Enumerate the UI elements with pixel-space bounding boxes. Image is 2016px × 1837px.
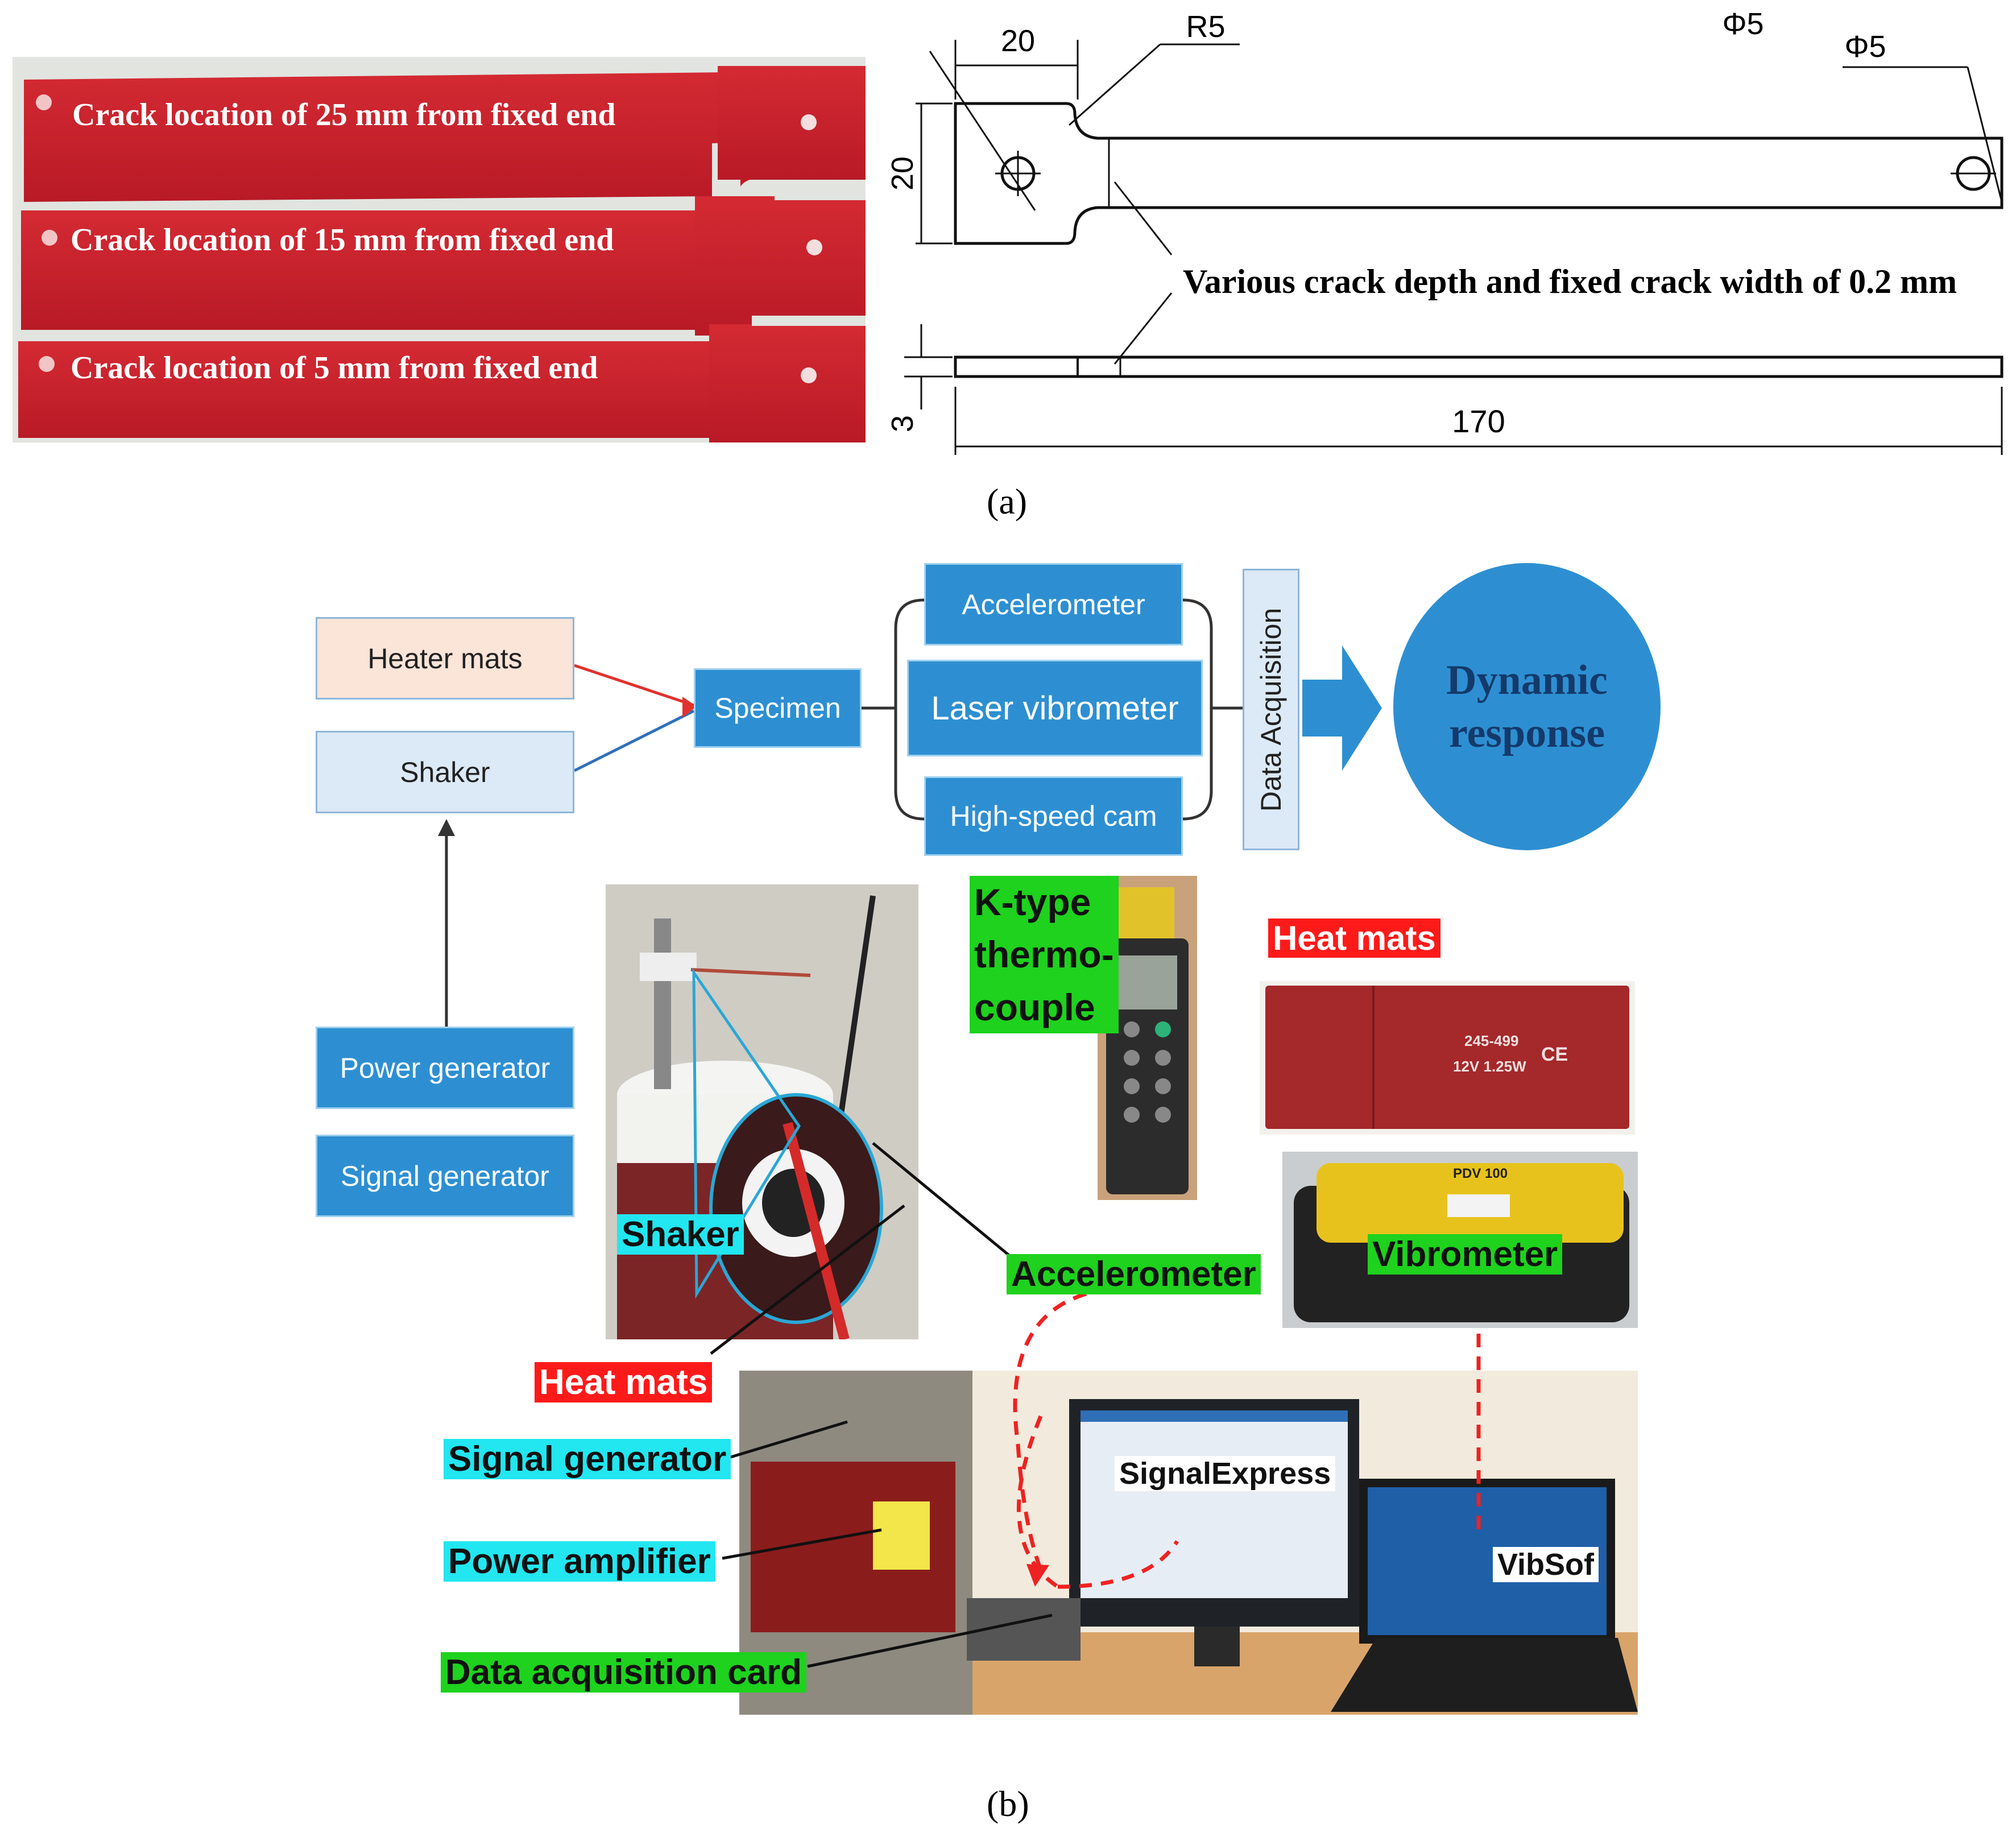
specimen-2-hole-right xyxy=(806,239,822,255)
signal-generator-block: Signal generator xyxy=(316,1135,574,1217)
heat-mat-model: 245-499 xyxy=(1464,1032,1519,1049)
vibsof-tag: VibSof xyxy=(1493,1547,1599,1583)
accelerometer-block: Accelerometer xyxy=(924,563,1183,646)
heater-mats-block: Heater mats xyxy=(316,617,574,700)
laser-vibrometer-block: Laser vibrometer xyxy=(907,660,1203,756)
crack-label-5mm: Crack location of 5 mm from fixed end xyxy=(71,350,598,386)
phi-right-leader xyxy=(1967,67,2003,202)
dynamic-response-label: Dynamic response xyxy=(1446,657,1608,756)
data-acquisition-card-tag: Data acquisition card xyxy=(441,1652,807,1693)
k-type-line-3: couple xyxy=(974,986,1095,1028)
signal-express-tag: SignalExpress xyxy=(1115,1456,1336,1492)
radius-leader xyxy=(1069,43,1161,126)
power-amplifier-tag: Power amplifier xyxy=(444,1541,715,1582)
shaker-photo xyxy=(606,884,918,1339)
shaker-tag: Shaker xyxy=(617,1214,744,1255)
specimen-2 xyxy=(21,210,703,330)
arrow-up-head xyxy=(438,819,455,836)
specimen-1-hole-left xyxy=(36,94,52,110)
specimen-shapes xyxy=(18,66,866,442)
big-arrow xyxy=(1302,646,1382,771)
dynamic-response-circle: Dynamic response xyxy=(1393,563,1661,850)
heat-mat-rating: 12V 1.25W xyxy=(1453,1058,1526,1075)
crack-label-15mm: Crack location of 15 mm from fixed end xyxy=(71,222,614,258)
shaker-block: Shaker xyxy=(316,731,574,813)
specimen-3-hole-right xyxy=(801,367,817,383)
heat-mats-tag-bottom: Heat mats xyxy=(535,1362,713,1403)
high-speed-cam-block: High-speed cam xyxy=(924,776,1183,856)
phi-left-leader xyxy=(929,51,1036,211)
specimen-3-hole-left xyxy=(39,356,55,372)
bracket-left xyxy=(894,598,925,821)
signal-generator-tag: Signal generator xyxy=(444,1439,731,1480)
accelerometer-tag: Accelerometer xyxy=(1007,1254,1261,1295)
k-type-tag: K-type thermo- couple xyxy=(970,876,1119,1034)
vibrometer-model: PDV 100 xyxy=(1453,1166,1508,1181)
specimen-3 xyxy=(18,341,718,438)
specimen-2-head xyxy=(695,196,866,336)
specimen-3-head xyxy=(709,324,866,442)
dim-radius: R5 xyxy=(1186,10,1225,44)
heat-mat-photo: 245-499 12V 1.25W CE xyxy=(1260,981,1635,1135)
k-type-line-1: K-type xyxy=(974,881,1091,923)
dim-length: 170 xyxy=(1452,403,1505,439)
dim-thickness: 3 xyxy=(885,415,920,432)
dim-phi-left: Φ5 xyxy=(1722,7,1764,41)
k-type-line-2: thermo- xyxy=(974,933,1114,976)
specimen-1 xyxy=(24,69,866,202)
arrow-up-shaft xyxy=(445,830,448,1029)
power-generator-block: Power generator xyxy=(316,1027,574,1109)
dim-head-height: 20 xyxy=(885,156,920,191)
dim-phi-right: Φ5 xyxy=(1844,30,1886,64)
lab-setup-photo xyxy=(739,1371,1638,1715)
side-view xyxy=(954,355,2003,378)
specimen-2-hole-left xyxy=(42,230,57,246)
crack-label-25mm: Crack location of 25 mm from fixed end xyxy=(72,97,616,133)
heat-mat-ce: CE xyxy=(1541,1044,1568,1065)
dim-head-width: 20 xyxy=(1001,24,1035,58)
vibrometer-photo: PDV 100 xyxy=(1282,1152,1638,1328)
caption-b: (b) xyxy=(987,1784,1029,1824)
flow-connectors xyxy=(445,598,1382,876)
specimen-drawing: Φ5 20 R5 Φ5 20 3 170 Various crack depth… xyxy=(885,7,2003,455)
top-view-outline xyxy=(954,102,2003,245)
crack-note: Various crack depth and fixed crack widt… xyxy=(1183,263,1957,300)
specimen-1-hole-right xyxy=(801,114,817,130)
data-acquisition-block: Data Acquisition xyxy=(1243,569,1299,850)
specimen-photo: Crack location of 25 mm from fixed end C… xyxy=(13,57,866,442)
connector-shaker xyxy=(573,709,695,772)
connector-heater xyxy=(574,664,694,707)
specimen-1-head xyxy=(718,66,866,180)
heat-mats-tag-top: Heat mats xyxy=(1268,918,1440,958)
data-acquisition-label: Data Acquisition xyxy=(1255,607,1287,812)
caption-a: (a) xyxy=(987,481,1028,522)
specimen-block: Specimen xyxy=(694,668,862,748)
vibrometer-tag: Vibrometer xyxy=(1368,1234,1563,1275)
